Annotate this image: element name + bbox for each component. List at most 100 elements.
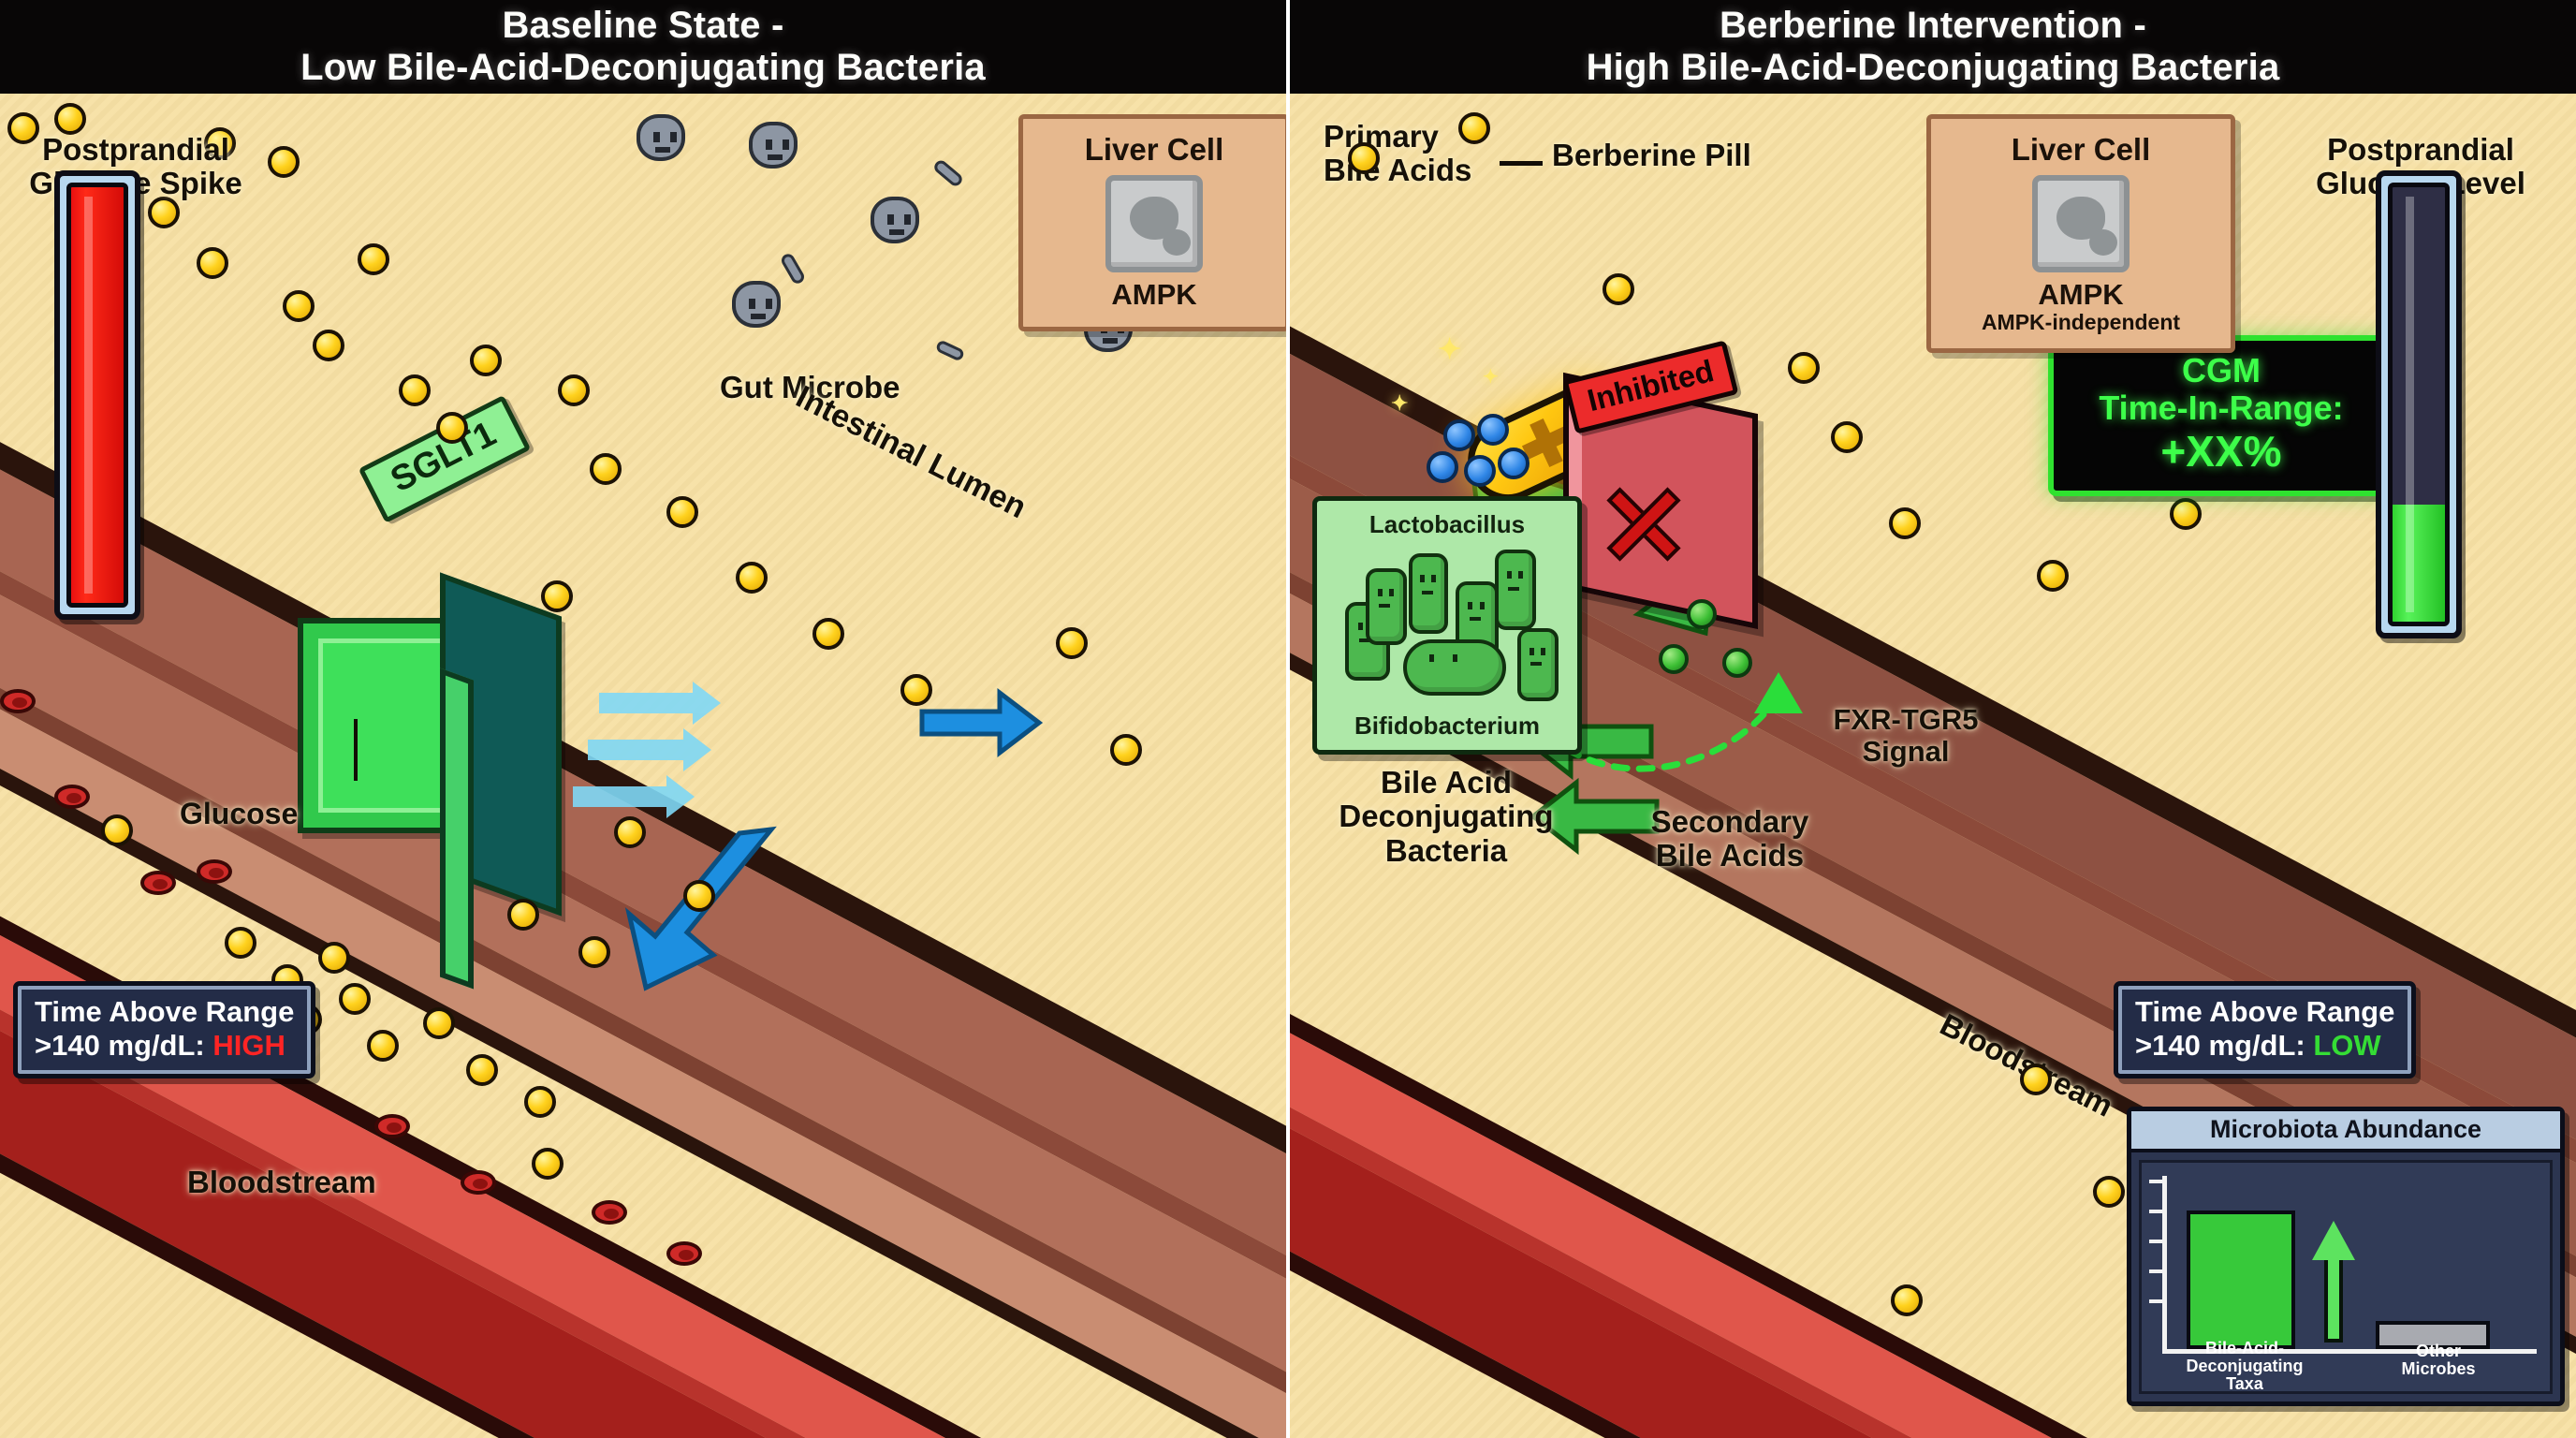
glucose-molecule bbox=[423, 1007, 455, 1039]
glucose-molecule bbox=[2093, 1176, 2125, 1208]
chart-x-axis bbox=[2162, 1349, 2537, 1354]
time-above-range-chip: Time Above Range >140 mg/dL: LOW bbox=[2114, 981, 2417, 1079]
right-panel-header: Berberine Intervention - High Bile-Acid-… bbox=[1290, 0, 2576, 94]
chart-plot-area: Bile-Acid- Deconjugating Taxa Other Micr… bbox=[2139, 1160, 2553, 1394]
postprandial-glucose-meter bbox=[54, 170, 140, 620]
colony-top-label: Lactobacillus bbox=[1368, 510, 1526, 538]
glucose-molecule bbox=[1889, 507, 1921, 539]
glucose-label: Glucose bbox=[180, 797, 299, 830]
bacterium-sprite bbox=[1495, 550, 1536, 630]
glucose-molecule bbox=[507, 899, 539, 931]
glucose-molecule bbox=[736, 562, 768, 594]
glucose-molecule bbox=[1110, 734, 1142, 766]
chart-bar-other-microbes bbox=[2376, 1321, 2490, 1349]
cgm-line-1: CGM bbox=[2182, 351, 2261, 389]
left-panel-header: Baseline State - Low Bile-Acid-Deconjuga… bbox=[0, 0, 1286, 94]
sglt1-transporter-gate bbox=[440, 668, 474, 990]
ampk-enzyme-icon bbox=[1105, 175, 1203, 272]
panel-berberine-intervention: ✦ ✦ ✦ ✦ ✦ Berberine Pill Inhibited bbox=[1290, 0, 2576, 1438]
glucose-molecule bbox=[812, 618, 844, 650]
up-arrow-icon bbox=[2312, 1221, 2355, 1343]
glucose-molecule bbox=[101, 814, 133, 846]
glucose-molecule bbox=[666, 496, 698, 528]
secondary-bile-acid bbox=[1687, 599, 1717, 629]
gut-microbe-sprite bbox=[637, 114, 685, 161]
gut-microbe-label: Gut Microbe bbox=[720, 370, 900, 404]
chart-title: Microbiota Abundance bbox=[2131, 1111, 2560, 1152]
meter-gloss bbox=[84, 197, 93, 594]
gut-microbe-sprite bbox=[732, 281, 781, 328]
primary-bile-acid bbox=[1498, 448, 1530, 479]
sglt1-transporter-body bbox=[298, 618, 466, 833]
panel-baseline-state: SGLT1 bbox=[0, 0, 1286, 1438]
title-line-2: Low Bile-Acid-Deconjugating Bacteria bbox=[300, 47, 986, 88]
chart-category-label: Other Microbes bbox=[2401, 1342, 2476, 1379]
glucose-molecule bbox=[2037, 560, 2069, 592]
liver-cell-card: Liver Cell AMPK bbox=[1018, 114, 1286, 331]
meter-gloss bbox=[2406, 197, 2414, 612]
glucose-molecule bbox=[524, 1086, 556, 1118]
red-blood-cell bbox=[0, 689, 36, 713]
secondary-bile-acid bbox=[1722, 648, 1752, 678]
glucose-molecule bbox=[197, 247, 228, 279]
red-blood-cell bbox=[197, 859, 232, 884]
title-line-2: High Bile-Acid-Deconjugating Bacteria bbox=[1586, 47, 2280, 88]
ampk-note: AMPK-independent bbox=[1981, 310, 2181, 334]
tar-value-row: >140 mg/dL: HIGH bbox=[35, 1029, 294, 1063]
fxr-tgr5-signal-label: FXR-TGR5 Signal bbox=[1833, 703, 1979, 769]
red-blood-cell bbox=[592, 1200, 627, 1225]
right-panel-title: Berberine Intervention - High Bile-Acid-… bbox=[1587, 5, 2280, 89]
microbiota-abundance-chart: Microbiota Abundance Bile-Acid- bbox=[2127, 1107, 2565, 1406]
glucose-molecule bbox=[1603, 273, 1634, 305]
glucose-molecule bbox=[148, 197, 180, 228]
glucose-leader-line bbox=[354, 719, 358, 781]
glucose-molecule bbox=[436, 412, 468, 444]
chart-bar-bile-acid-taxa bbox=[2187, 1211, 2295, 1349]
tar-title: Time Above Range bbox=[2135, 995, 2395, 1028]
glucose-molecule bbox=[1348, 142, 1380, 174]
glucose-molecule bbox=[683, 880, 715, 912]
red-blood-cell bbox=[666, 1241, 702, 1266]
tar-status: LOW bbox=[2313, 1028, 2381, 1062]
glucose-molecule bbox=[578, 936, 610, 968]
bacterium-sprite bbox=[1409, 553, 1448, 634]
glucose-molecule bbox=[1056, 627, 1088, 659]
glucose-molecule bbox=[7, 112, 39, 144]
postprandial-glucose-meter bbox=[2376, 170, 2462, 638]
primary-bile-acid bbox=[1443, 419, 1475, 451]
glucose-molecule bbox=[54, 103, 86, 135]
left-panel-title: Baseline State - Low Bile-Acid-Deconjuga… bbox=[300, 5, 986, 89]
liver-cell-card: Liver Cell AMPK AMPK-independent bbox=[1926, 114, 2235, 353]
glucose-molecule bbox=[900, 674, 932, 706]
glucose-molecule bbox=[1891, 1284, 1923, 1316]
ampk-label: AMPK bbox=[1111, 278, 1197, 311]
glucose-molecule bbox=[2020, 1064, 2052, 1095]
berberine-pill-label: Berberine Pill bbox=[1552, 138, 1751, 172]
bloodstream-label: Bloodstream bbox=[187, 1165, 376, 1199]
glucose-molecule bbox=[367, 1030, 399, 1062]
glucose-molecule bbox=[318, 942, 350, 974]
glucose-molecule bbox=[590, 453, 622, 485]
tar-title: Time Above Range bbox=[35, 995, 295, 1028]
glucose-molecule bbox=[339, 983, 371, 1015]
bile-acid-deconjugating-bacteria-label: Bile Acid Deconjugating Bacteria bbox=[1339, 765, 1554, 868]
bacterium-sprite bbox=[1517, 628, 1559, 701]
berberine-leader-line bbox=[1500, 161, 1543, 166]
primary-bile-acid bbox=[1427, 451, 1458, 483]
bacterium-sprite bbox=[1366, 568, 1407, 645]
glucose-molecule bbox=[313, 330, 344, 361]
right-gut-background: ✦ ✦ ✦ ✦ ✦ Berberine Pill Inhibited bbox=[1290, 54, 2576, 1438]
meter-fill bbox=[2393, 504, 2445, 622]
chart-y-axis bbox=[2162, 1176, 2167, 1354]
ampk-label: AMPK bbox=[2038, 278, 2124, 311]
glucose-molecule bbox=[358, 243, 389, 275]
glucose-molecule bbox=[558, 374, 590, 406]
glucose-molecule bbox=[466, 1054, 498, 1086]
glucose-molecule bbox=[1831, 421, 1863, 453]
meter-fill bbox=[71, 187, 124, 603]
cgm-line-2: Time-In-Range: bbox=[2099, 389, 2344, 428]
sparkle-icon: ✦ bbox=[1483, 367, 1499, 388]
glucose-molecule bbox=[268, 146, 300, 178]
glucose-molecule bbox=[1458, 112, 1490, 144]
